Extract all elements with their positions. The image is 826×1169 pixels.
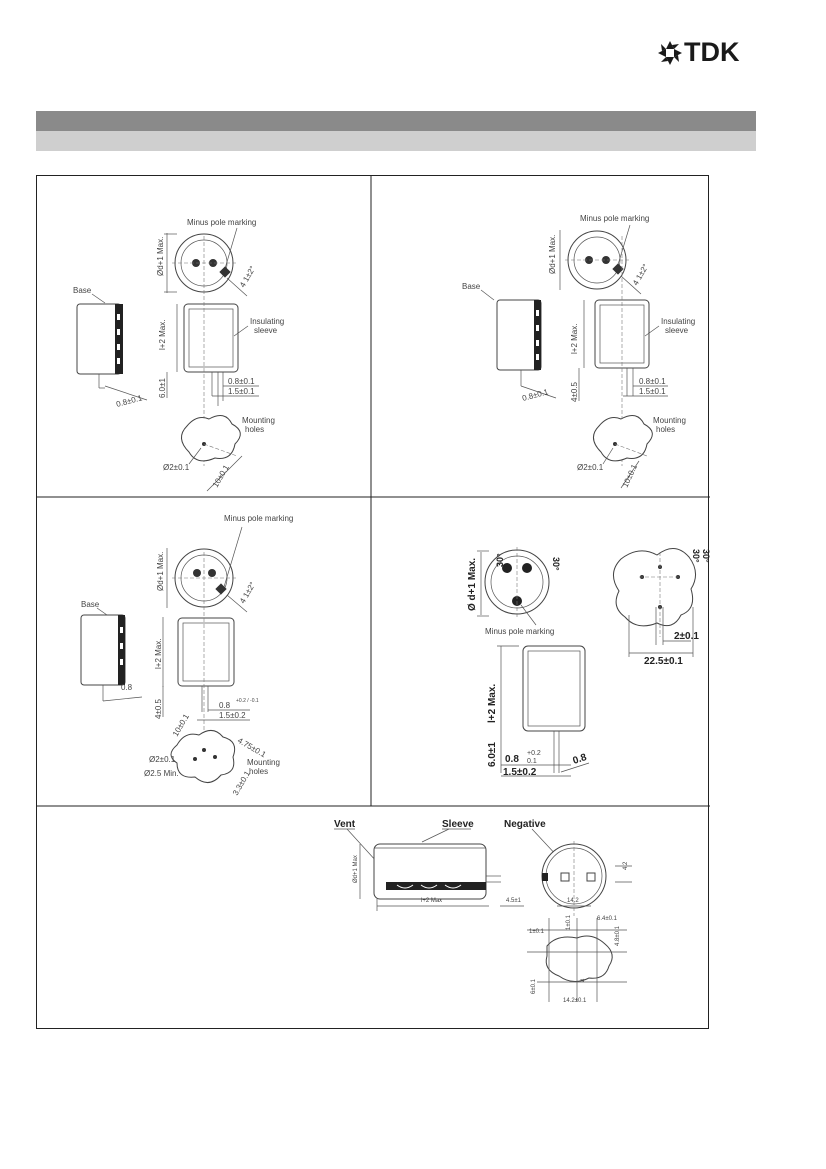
p3-angle: 4 1±2° xyxy=(238,580,257,605)
p3-h: 4±0.5 xyxy=(154,698,163,719)
p5-t7: 4 xyxy=(581,978,587,982)
p4-a4: 30° xyxy=(701,549,710,563)
p3-base-label: Base xyxy=(81,600,100,609)
tdk-logo: TDK xyxy=(657,37,761,68)
p5-dmax: Ød+1 Max xyxy=(353,855,359,883)
p1-base-label: Base xyxy=(73,286,92,295)
p2-base-label: Base xyxy=(462,282,481,291)
p1-hole: Ø2±0.1 xyxy=(163,463,190,472)
p2-lmax: l+2 Max. xyxy=(570,324,579,354)
p2-mount-1: Mounting xyxy=(653,416,686,425)
p2-pitch: 10±0.1 xyxy=(621,462,640,488)
p4-minus-label: Minus pole marking xyxy=(485,627,554,636)
p5-w: 14.2 xyxy=(567,898,579,904)
p4-lead-label: 0.8 xyxy=(572,752,589,767)
p1-mount-2: holes xyxy=(245,425,264,434)
p2-d2: 1.5±0.1 xyxy=(639,387,666,396)
p4-d2: 1.5±0.2 xyxy=(503,767,537,778)
drawing-panel-5: Vent Sleeve Ød+1 Max l+2 Max 4.5±1 Negat… xyxy=(334,819,632,1004)
p5-t5: 6±0.1 xyxy=(531,978,537,994)
p2-lead-label: 0.8±0.1 xyxy=(521,387,550,403)
p3-hole: Ø2±0.1 xyxy=(149,755,176,764)
p4-a1: 30° xyxy=(495,553,505,567)
p3-mount-1: Mounting xyxy=(247,758,280,767)
p4-w1: 2±0.1 xyxy=(674,631,699,642)
p2-sleeve-1: Insulating xyxy=(661,317,695,326)
p1-sleeve-2: sleeve xyxy=(254,326,278,335)
frame-grid xyxy=(37,176,710,807)
p5-sleeve-label: Sleeve xyxy=(442,819,474,830)
p2-minus-label: Minus pole marking xyxy=(580,214,649,223)
drawing-panel-4: Ø d+1 Max. 30° 30° Minus pole marking 30… xyxy=(467,547,710,778)
p3-minus-label: Minus pole marking xyxy=(224,514,293,523)
p2-mount-2: holes xyxy=(656,425,675,434)
p1-minus-label: Minus pole marking xyxy=(187,218,256,227)
p3-p2: 4.75±0.1 xyxy=(236,736,268,760)
p2-hole: Ø2±0.1 xyxy=(577,463,604,472)
p4-dmax: Ø d+1 Max. xyxy=(467,558,478,611)
p5-negative-label: Negative xyxy=(504,819,546,830)
header-bar-dark xyxy=(36,111,756,131)
p3-d1-tol: +0.2 / -0.1 xyxy=(236,698,259,704)
p4-w2: 22.5±0.1 xyxy=(644,656,683,667)
p4-lmax: l+2 Max. xyxy=(487,684,498,723)
p2-sleeve-2: sleeve xyxy=(665,326,689,335)
p4-d1-tol-top: +0.2 xyxy=(527,750,541,757)
header-bar-light xyxy=(36,131,756,151)
p1-lmax: l+2 Max. xyxy=(158,320,167,350)
p2-d1: 0.8±0.1 xyxy=(639,377,666,386)
p5-vent-label: Vent xyxy=(334,819,356,830)
p2-angle: 4 1±2° xyxy=(631,262,650,287)
p3-lmax: l+2 Max. xyxy=(154,639,163,669)
p4-a3: 30° xyxy=(691,549,701,563)
p1-sleeve-1: Insulating xyxy=(250,317,284,326)
p5-t2: 1±0.1 xyxy=(566,914,572,930)
p1-angle: 4 1±2° xyxy=(238,264,257,289)
p2-h: 4±0.5 xyxy=(570,381,579,402)
drawing-panel-1: Ød+1 Max. Minus pole marking 4 1±2° Base… xyxy=(73,218,284,492)
p1-pitch: 10±0.1 xyxy=(211,463,231,489)
p4-d1-tol-bot: 0.1 xyxy=(527,758,537,765)
p3-lead-label: 0.8 xyxy=(121,683,133,692)
p2-dmax: Ød+1 Max. xyxy=(548,235,557,274)
p5-h42: 4.2 xyxy=(623,861,629,870)
p1-h: 6.0±1 xyxy=(158,377,167,398)
p4-a2: 30° xyxy=(551,557,561,571)
p1-lead-label: 0.8±0.1 xyxy=(115,393,144,409)
p1-d2: 1.5±0.1 xyxy=(228,387,255,396)
p5-t3: 6.4±0.1 xyxy=(597,916,618,922)
p1-dmax: Ød+1 Max. xyxy=(156,237,165,276)
p5-t1: 1±0.1 xyxy=(529,929,545,935)
drawing-panel-3: Ød+1 Max. Minus pole marking 4 1±2° Base… xyxy=(80,514,293,797)
p5-t4: 4.8±0.1 xyxy=(615,925,621,946)
p3-d1: 0.8 xyxy=(219,701,231,710)
p3-d2: 1.5±0.2 xyxy=(219,711,246,720)
p5-lmax: l+2 Max xyxy=(421,898,442,904)
p3-dmax: Ød+1 Max. xyxy=(156,552,165,591)
drawing-panel-2: Ød+1 Max. Minus pole marking 4 1±2° Base… xyxy=(462,214,695,489)
p5-lead: 4.5±1 xyxy=(506,898,522,904)
tdk-emblem-icon xyxy=(658,41,682,65)
p5-t6: 14.2±0.1 xyxy=(563,998,587,1004)
p3-p1: 10±0.1 xyxy=(171,712,191,738)
p3-mount-2: holes xyxy=(249,767,268,776)
p3-hole-2: Ø2.5 Min. xyxy=(144,769,179,778)
p1-d1: 0.8±0.1 xyxy=(228,377,255,386)
p4-h: 6.0±1 xyxy=(487,742,498,767)
logo-text: TDK xyxy=(684,37,740,67)
drawings-frame: Ød+1 Max. Minus pole marking 4 1±2° Base… xyxy=(36,175,710,1029)
p4-d1: 0.8 xyxy=(505,754,519,765)
p1-mount-1: Mounting xyxy=(242,416,275,425)
